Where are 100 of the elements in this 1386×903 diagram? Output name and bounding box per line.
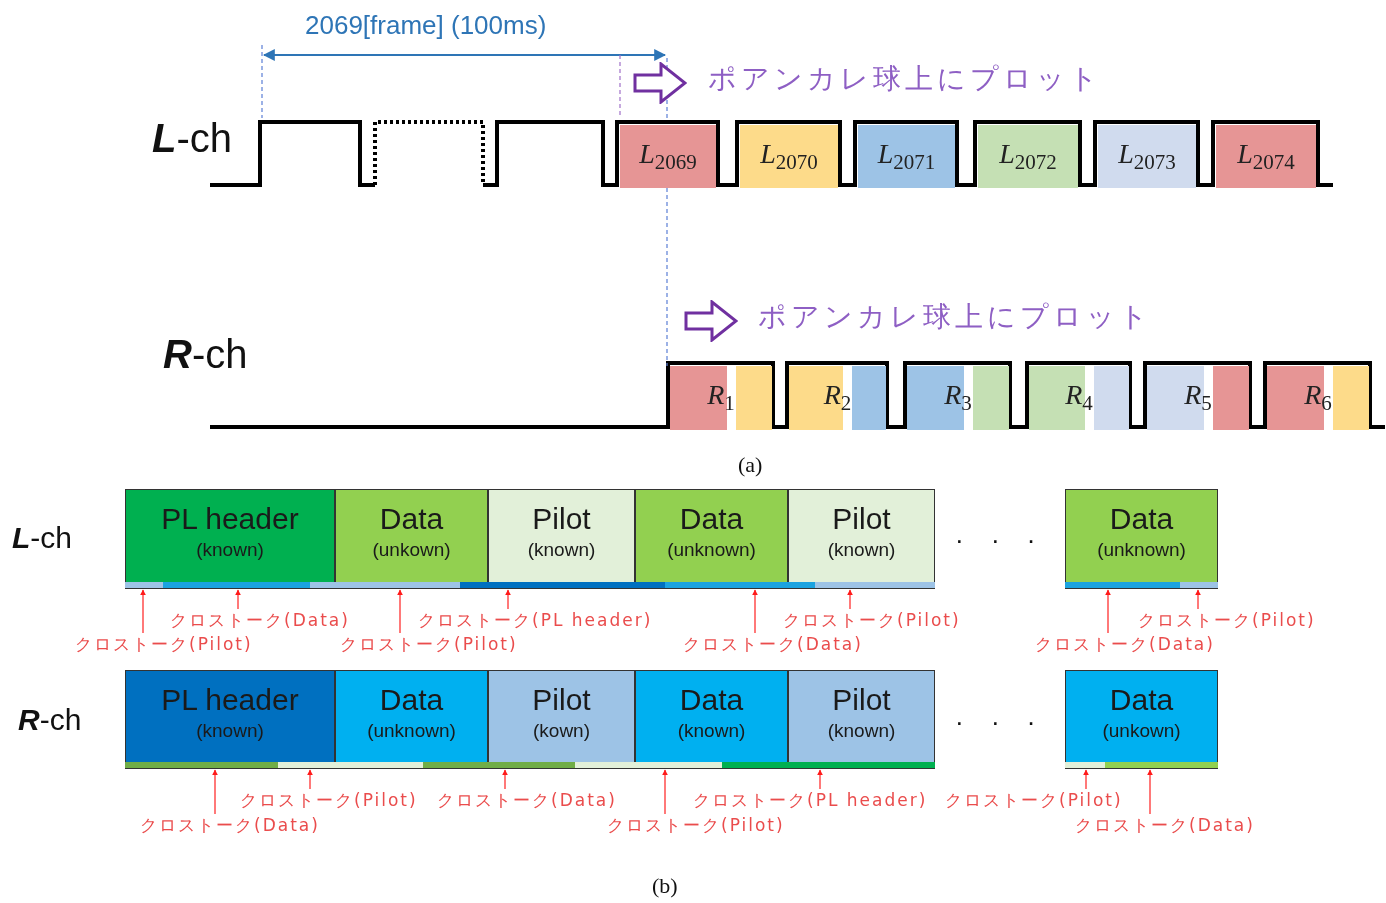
signal-pulse <box>1029 366 1129 430</box>
block-subtitle: (known) <box>827 537 896 562</box>
leader-arrow <box>817 769 823 790</box>
pulse-label: R$_{1}$ <box>707 379 735 417</box>
crosstalk-label: クロストーク(Pilot) <box>340 633 518 655</box>
leader-arrow <box>662 769 668 815</box>
block-subtitle: (unknown) <box>367 718 456 743</box>
block-title: Data <box>379 502 444 537</box>
pulse-label: R$_{2}$ <box>823 379 852 417</box>
crosstalk-label: クロストーク(Data) <box>1075 814 1255 836</box>
frame-block <box>335 489 488 589</box>
frame-block <box>635 489 788 589</box>
block-title: Data <box>379 683 444 718</box>
dimension-label: 2069[frame] (100ms) <box>305 10 547 42</box>
pulse-label: L$_{2072}$ <box>999 137 1057 176</box>
block-title: Data <box>679 502 744 537</box>
block-subtitle: (unkown) <box>372 537 451 562</box>
block-subtitle: (unkown) <box>1102 718 1181 743</box>
signal-pulse <box>1147 366 1249 430</box>
ellipsis: · · · <box>955 707 1046 739</box>
block-subtitle: (known) <box>827 718 896 743</box>
channel-label: R-ch <box>18 702 82 738</box>
channel-label: R-ch <box>163 331 248 378</box>
frame-block <box>788 670 935 769</box>
block-title: PL header <box>161 502 299 537</box>
signal-pulse <box>670 366 772 430</box>
frame-block <box>488 489 635 589</box>
leader-arrow <box>397 589 403 634</box>
crosstalk-label: クロストーク(Pilot) <box>240 789 418 811</box>
leader-arrow <box>212 769 218 815</box>
signal-pulse <box>789 366 886 430</box>
frame-block <box>125 670 335 769</box>
leader-arrow <box>1105 589 1111 634</box>
crosstalk-label: クロストーク(Pilot) <box>607 814 785 836</box>
block-title: Pilot <box>532 502 591 537</box>
crosstalk-label: クロストーク(PL header) <box>418 609 653 631</box>
crosstalk-label: クロストーク(Pilot) <box>783 609 961 631</box>
leader-arrow <box>307 769 313 790</box>
pulse-label: L$_{2069}$ <box>639 137 697 176</box>
ellipsis: · · · <box>955 525 1046 557</box>
block-title: Data <box>1109 502 1174 537</box>
signal-pulse <box>858 125 955 188</box>
block-subtitle: (kown) <box>533 718 590 743</box>
pulse-label: L$_{2073}$ <box>1118 137 1176 176</box>
leader-arrow <box>140 589 146 634</box>
alignment-line <box>666 187 668 367</box>
panel-caption: (a) <box>738 452 763 479</box>
signal-pulse <box>740 125 838 188</box>
signal-pulse <box>1216 125 1316 188</box>
plot-note: ポアンカレ球上にプロット <box>758 300 1152 334</box>
block-title: Pilot <box>832 683 891 718</box>
pulse-label: L$_{2070}$ <box>760 137 818 176</box>
signal-pulse <box>1267 366 1369 430</box>
pulse-label: L$_{2071}$ <box>877 137 936 176</box>
pulse-label: R$_{5}$ <box>1184 379 1212 417</box>
block-subtitle: (known) <box>196 537 264 562</box>
frame-block <box>635 670 788 769</box>
channel-label: L-ch <box>152 115 232 162</box>
frame-block <box>1065 489 1218 589</box>
signal-pulse <box>978 125 1078 188</box>
block-title: Pilot <box>832 502 891 537</box>
leader-arrow <box>502 769 508 790</box>
pulse-label: R$_{4}$ <box>1065 379 1093 417</box>
crosstalk-label: クロストーク(Data) <box>1035 633 1215 655</box>
block-subtitle: (known) <box>196 718 264 743</box>
block-subtitle: (known) <box>677 718 746 743</box>
block-subtitle: (unknown) <box>1097 537 1186 562</box>
signal-pulse <box>1098 125 1196 188</box>
leader-arrow <box>752 589 758 634</box>
channel-label: L-ch <box>12 520 72 556</box>
plot-note: ポアンカレ球上にプロット <box>708 62 1102 96</box>
crosstalk-label: クロストーク(PL header) <box>693 789 928 811</box>
crosstalk-label: クロストーク(Pilot) <box>1138 609 1316 631</box>
panel-caption: (b) <box>652 873 678 900</box>
leader-arrow <box>505 589 511 610</box>
crosstalk-label: クロストーク(Data) <box>170 609 350 631</box>
leader-arrow <box>235 589 241 610</box>
crosstalk-label: クロストーク(Pilot) <box>75 633 253 655</box>
frame-block <box>335 670 488 769</box>
frame-block <box>125 489 335 589</box>
pulse-label: R$_{6}$ <box>1304 379 1332 417</box>
frame-block <box>488 670 635 769</box>
pulse-label: L$_{2074}$ <box>1237 137 1295 176</box>
block-title: Data <box>679 683 744 718</box>
crosstalk-label: クロストーク(Data) <box>683 633 863 655</box>
frame-block <box>1065 670 1218 769</box>
signal-pulse <box>620 125 716 188</box>
block-title: Data <box>1109 683 1174 718</box>
leader-arrow <box>1083 769 1089 790</box>
pulse-label: R$_{3}$ <box>944 379 972 417</box>
leader-arrow <box>1195 589 1201 610</box>
crosstalk-label: クロストーク(Pilot) <box>945 789 1123 811</box>
signal-pulse <box>907 366 1009 430</box>
frame-block <box>788 489 935 589</box>
block-title: Pilot <box>532 683 591 718</box>
block-title: PL header <box>161 683 299 718</box>
crosstalk-label: クロストーク(Data) <box>437 789 617 811</box>
block-subtitle: (unknown) <box>667 537 756 562</box>
crosstalk-label: クロストーク(Data) <box>140 814 320 836</box>
block-subtitle: (known) <box>527 537 596 562</box>
